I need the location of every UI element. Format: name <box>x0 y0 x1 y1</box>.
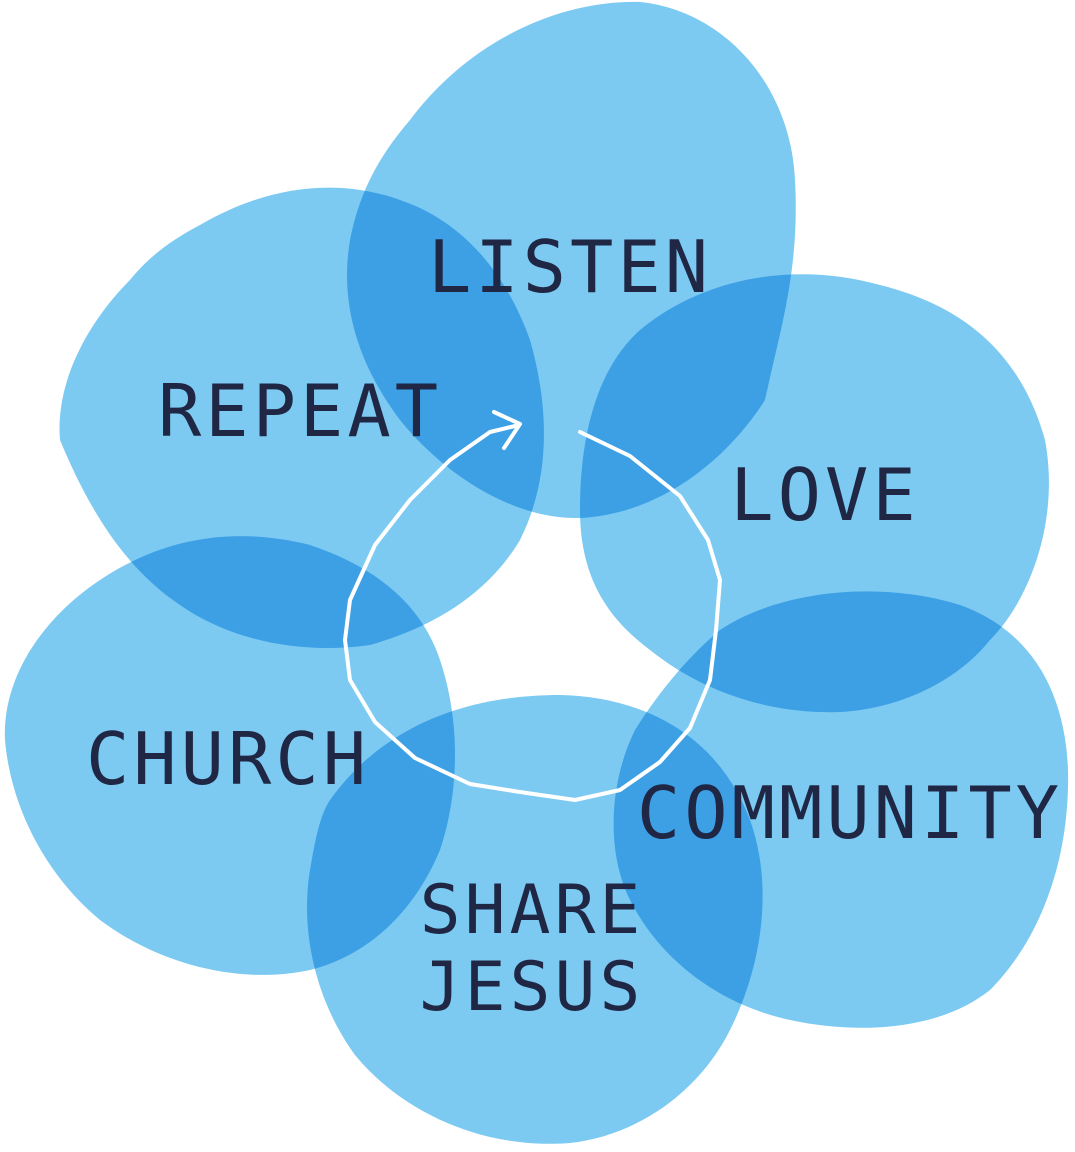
label-love: LOVE <box>730 453 919 537</box>
label-share: SHARE <box>420 871 645 950</box>
petals-group <box>4 1 1069 1144</box>
label-repeat: REPEAT <box>158 369 442 453</box>
petal-labels: LISTEN REPEAT LOVE CHURCH COMMUNITY SHAR… <box>86 225 1063 1027</box>
cycle-arrow <box>343 410 722 802</box>
label-jesus: JESUS <box>420 948 645 1027</box>
cycle-arrowhead <box>492 410 522 450</box>
label-community: COMMUNITY <box>637 771 1063 855</box>
label-church: CHURCH <box>86 717 370 801</box>
petal-repeat <box>59 187 544 649</box>
label-listen: LISTEN <box>428 225 712 309</box>
cycle-arrow-line <box>343 424 722 802</box>
